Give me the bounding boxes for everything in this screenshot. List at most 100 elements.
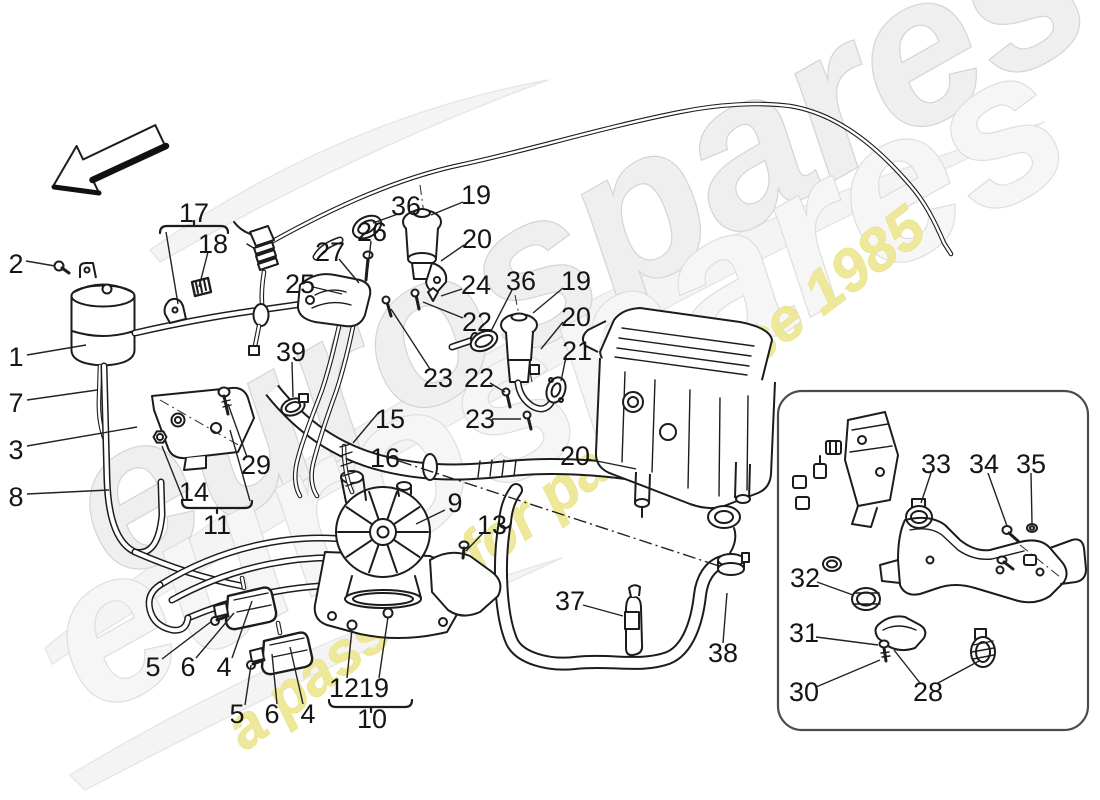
part-callout: 15 — [375, 404, 405, 434]
inset-screw-30-drawing — [878, 639, 891, 663]
part-callout: 16 — [370, 443, 400, 473]
leader-line — [26, 344, 87, 356]
strap-37-drawing — [624, 584, 644, 657]
leader-line — [937, 660, 980, 684]
leader-line — [586, 458, 637, 470]
leader-line — [422, 301, 464, 319]
leader-line — [489, 382, 506, 393]
leader-line — [920, 472, 932, 504]
leader-line — [540, 321, 564, 350]
leader-line — [231, 600, 253, 659]
part-callout: 24 — [461, 270, 491, 300]
part-callout: 1 — [8, 342, 23, 372]
bolt-29-drawing — [217, 386, 232, 416]
leader-line — [367, 240, 372, 269]
part-callout: 10 — [357, 704, 387, 734]
orientation-arrow-icon — [51, 124, 170, 196]
group-brackets-layer — [158, 219, 414, 714]
leader-line — [815, 636, 879, 646]
leader-line — [291, 361, 294, 398]
part-callout: 14 — [179, 477, 209, 507]
part-callout: 28 — [913, 677, 943, 707]
clamp-39-drawing — [280, 393, 309, 417]
part-callout: 11 — [203, 510, 231, 540]
leader-line — [582, 604, 624, 617]
part-callout: 32 — [790, 563, 820, 593]
hose-clamp-38-drawing — [717, 527, 750, 576]
leader-line — [26, 389, 98, 401]
bracket-leader-line — [161, 445, 185, 502]
part-callout: 4 — [216, 652, 231, 682]
leader-line — [398, 460, 720, 567]
part-callout: 25 — [285, 269, 315, 299]
part-callout: 26 — [357, 217, 387, 247]
leader-line — [289, 646, 304, 705]
bracket-17-part-drawing — [163, 297, 187, 324]
valve-cluster-2-drawing — [448, 294, 567, 431]
part-callout: 17 — [179, 198, 209, 228]
part-callout: 31 — [789, 618, 819, 648]
leader-line — [415, 509, 446, 525]
bracket-leader-line — [165, 231, 179, 305]
inset-screw-washer-drawing — [996, 523, 1061, 578]
leader-line — [378, 616, 389, 679]
reservoir-screw-2-drawing — [53, 260, 71, 275]
watermark-swoosh-icon — [44, 121, 1046, 666]
group-bracket-11 — [180, 499, 254, 515]
air-filter-box-drawing — [582, 307, 776, 529]
leader-line — [372, 213, 399, 224]
part-callout: 29 — [241, 450, 271, 480]
leader-line — [893, 649, 921, 684]
part-callout: 13 — [477, 510, 507, 540]
part-callout: 3 — [8, 435, 23, 465]
part-callout: 19 — [359, 673, 389, 703]
air-pump-drawing — [335, 470, 431, 609]
leader-lines-layer — [25, 201, 1033, 706]
part-callout: 5 — [229, 699, 244, 729]
group-bracket-10 — [327, 698, 414, 714]
clip-18-drawing — [190, 276, 213, 298]
connector-hose-drawing — [233, 221, 279, 356]
leader-line — [390, 308, 431, 370]
leader-line — [465, 531, 485, 552]
part-callout: 20 — [561, 302, 591, 332]
part-callout: 36 — [391, 191, 421, 221]
nut-14-drawing — [152, 430, 168, 444]
part-callout: 2 — [8, 249, 23, 279]
inset-band-clamp-drawing — [970, 628, 996, 668]
leader-line — [271, 653, 278, 705]
air-delivery-hose-drawing — [494, 483, 750, 671]
part-callout: 18 — [198, 229, 228, 259]
part-callout: 20 — [560, 441, 590, 471]
leader-line — [161, 620, 213, 660]
part-callout: 23 — [465, 404, 495, 434]
part-callout: 33 — [921, 449, 951, 479]
part-callout: 7 — [8, 388, 23, 418]
leader-line — [430, 201, 464, 216]
inset-detail-box — [776, 389, 1090, 732]
part-callout: 5 — [145, 652, 160, 682]
part-callout: 35 — [1016, 449, 1046, 479]
leader-line — [338, 258, 360, 284]
part-callout: 38 — [708, 638, 738, 668]
part-callout: 8 — [8, 482, 23, 512]
leader-line — [987, 472, 1008, 527]
part-callout: 34 — [969, 449, 999, 479]
airbox-sensor-drawing — [634, 461, 751, 518]
part-callout: 19 — [561, 266, 591, 296]
part-callout: 19 — [461, 180, 491, 210]
leader-line — [722, 592, 728, 644]
leader-line — [227, 403, 248, 458]
leader-line — [560, 356, 567, 382]
watermark-swoosh-icon — [68, 557, 563, 791]
part-callout: 6 — [264, 699, 279, 729]
part-callout: 12 — [329, 673, 359, 703]
inset-clamp-32-drawing — [851, 587, 881, 611]
leader-line — [312, 286, 343, 295]
inset-lower-rail-drawing — [879, 516, 1087, 604]
part-callout: 37 — [555, 586, 585, 616]
leader-line — [532, 287, 564, 314]
